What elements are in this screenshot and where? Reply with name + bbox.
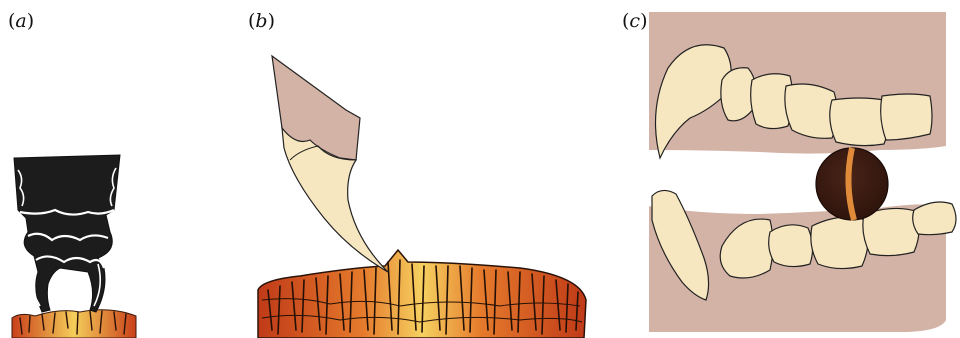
panel-a-illustration xyxy=(12,155,136,338)
panel-b-illustration xyxy=(258,56,586,338)
panel-a-wood-substrate xyxy=(12,310,136,338)
panel-c-seed xyxy=(816,148,888,220)
panel-b-claw xyxy=(272,56,388,272)
panel-b-wood-substrate xyxy=(258,250,586,338)
panel-a-mandible xyxy=(14,155,120,312)
panel-c-illustration xyxy=(648,12,956,338)
